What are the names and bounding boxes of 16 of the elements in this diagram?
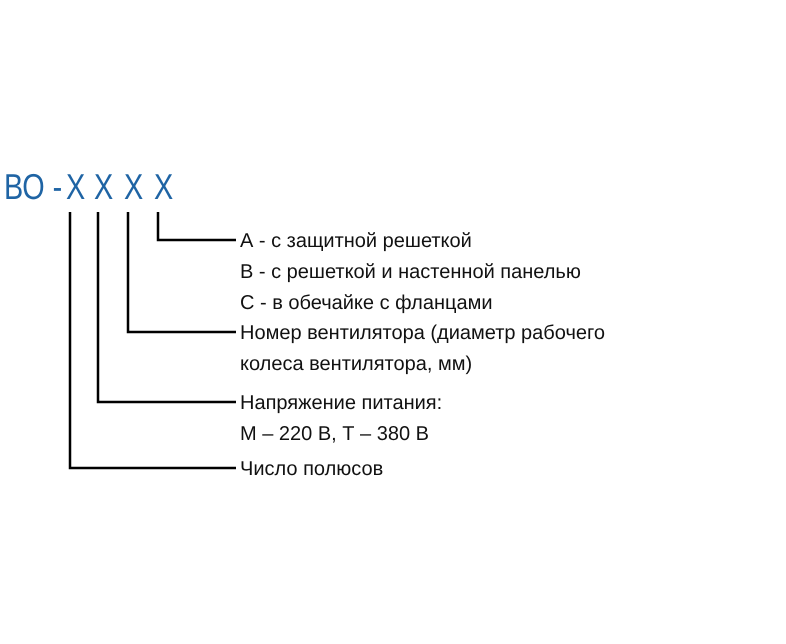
description-text: С - в обечайке с фланцами bbox=[240, 291, 492, 316]
code-position: X bbox=[66, 166, 86, 208]
description-text: Напряжение питания: bbox=[240, 391, 442, 416]
description-text: А - с защитной решеткой bbox=[240, 229, 472, 254]
code-prefix: ВО - bbox=[4, 166, 62, 208]
leader-line bbox=[126, 212, 236, 334]
leader-line bbox=[156, 212, 236, 242]
description-text: Номер вентилятора (диаметр рабочего колеса вентилятора, мм) bbox=[240, 321, 606, 377]
code-position: X bbox=[124, 166, 144, 208]
description-text: В - с решеткой и настенной панелью bbox=[240, 260, 581, 285]
code-position: X bbox=[154, 166, 174, 208]
leader-line bbox=[68, 212, 236, 470]
code-position: X bbox=[94, 166, 114, 208]
description-text: М – 220 В, Т – 380 В bbox=[240, 422, 429, 447]
description-text: Число полюсов bbox=[240, 457, 384, 482]
leader-line bbox=[96, 212, 236, 404]
